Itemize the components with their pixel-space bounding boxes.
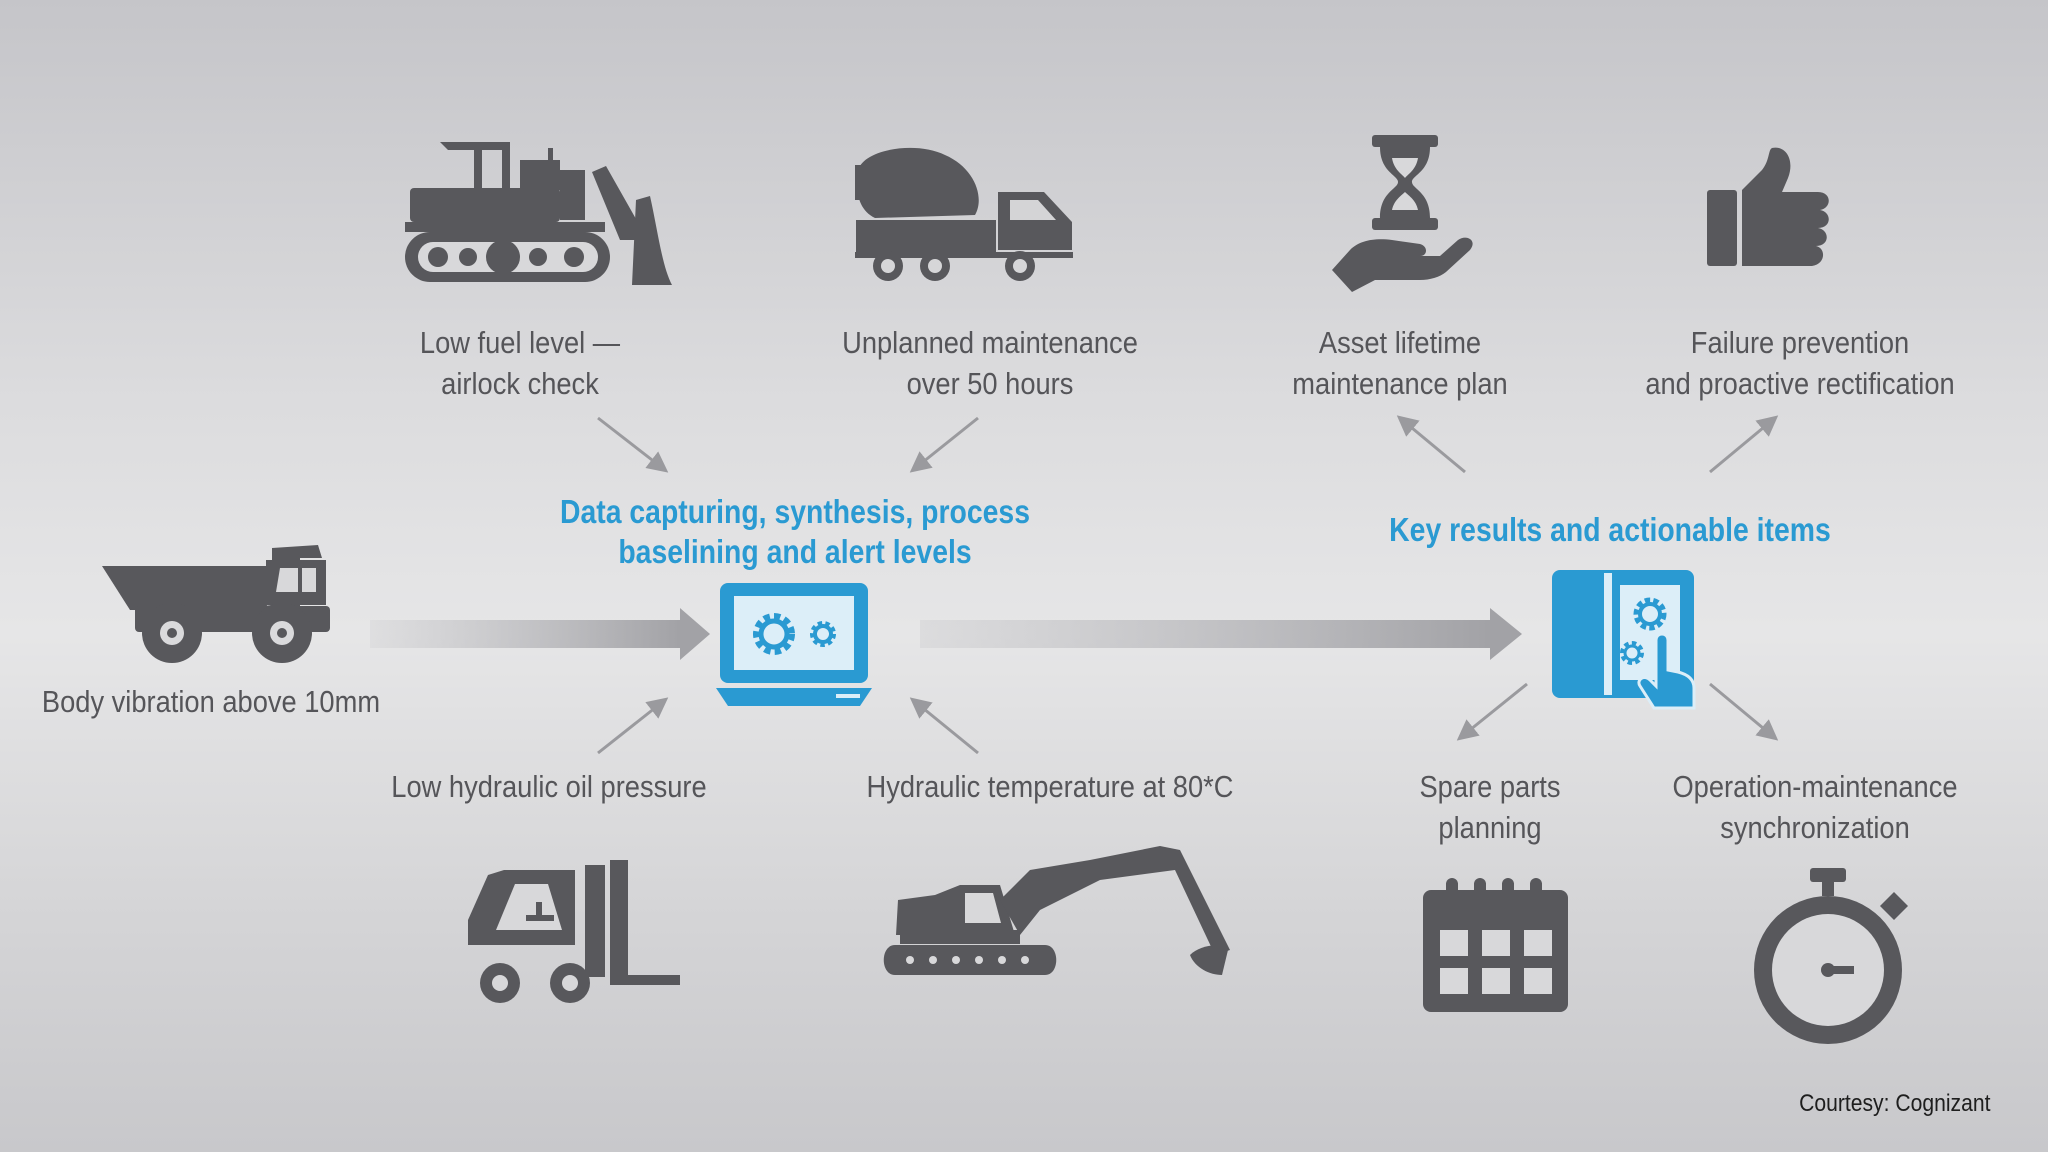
bulldozer-icon (405, 142, 672, 285)
credit-text: Courtesy: Cognizant (1798, 1090, 1990, 1117)
dozer-label-line-1: Low fuel level — (419, 325, 621, 360)
asset-lifetime-label-line-1: Asset lifetime (1318, 325, 1482, 360)
failure-prevention-label-line-1: Failure prevention (1690, 325, 1910, 360)
mixer-label: Unplanned maintenance over 50 hours (832, 322, 1149, 404)
forklift-icon (468, 860, 680, 1003)
arrow-dozer-to-process (597, 416, 669, 473)
calendar-icon (1423, 878, 1568, 1012)
arrow-forklift-to-process (597, 697, 669, 755)
thumbs-up-icon (1707, 147, 1829, 266)
mixer-label-line-2: over 50 hours (906, 366, 1074, 401)
cement-mixer-icon (855, 147, 1073, 281)
process-title: Data capturing, synthesis, process basel… (537, 492, 1053, 572)
results-title: Key results and actionable items (1389, 511, 1831, 548)
stopwatch-icon (1754, 868, 1908, 1044)
arrow-results-to-operation-sync (1709, 682, 1779, 741)
dozer-label: Low fuel level — airlock check (388, 322, 652, 404)
tablet-touch-icon (1552, 570, 1696, 710)
flow-arrow-inputs-to-process (370, 608, 710, 660)
asset-lifetime-label-line-2: maintenance plan (1292, 366, 1508, 401)
dump-truck-icon (102, 545, 330, 663)
arrow-results-to-spare-parts (1456, 682, 1528, 741)
mixer-label-line-1: Unplanned maintenance (842, 325, 1138, 360)
failure-prevention-label-line-2: and proactive rectification (1645, 366, 1955, 401)
forklift-label: Low hydraulic oil pressure (391, 769, 707, 804)
flow-arrow-process-to-results (920, 608, 1522, 660)
dump-truck-label: Body vibration above 10mm (41, 684, 381, 719)
operation-sync-label: Operation-maintenance synchronization (1670, 766, 1960, 848)
arrow-results-to-asset-lifetime (1396, 415, 1466, 474)
spare-parts-label-line-1: Spare parts (1419, 769, 1561, 804)
dozer-label-line-2: airlock check (441, 366, 599, 401)
spare-parts-label-line-2: planning (1438, 810, 1542, 845)
process-title-line-1: Data capturing, synthesis, process (559, 493, 1030, 530)
asset-lifetime-label: Asset lifetime maintenance plan (1277, 322, 1523, 404)
operation-sync-label-line-1: Operation-maintenance (1672, 769, 1958, 804)
process-title-line-2: baselining and alert levels (618, 533, 972, 570)
arrow-results-to-failure-prevention (1709, 415, 1779, 474)
hourglass-hand-icon (1332, 135, 1473, 292)
laptop-gears-icon (716, 583, 872, 706)
operation-sync-label-line-2: synchronization (1720, 810, 1910, 845)
arrow-excavator-to-process (909, 697, 979, 755)
spare-parts-label: Spare parts planning (1376, 766, 1605, 848)
excavator-label: Hydraulic temperature at 80*C (866, 769, 1234, 804)
excavator-icon (883, 846, 1230, 975)
failure-prevention-label: Failure prevention and proactive rectifi… (1633, 322, 1967, 404)
arrow-mixer-to-process (909, 416, 979, 473)
